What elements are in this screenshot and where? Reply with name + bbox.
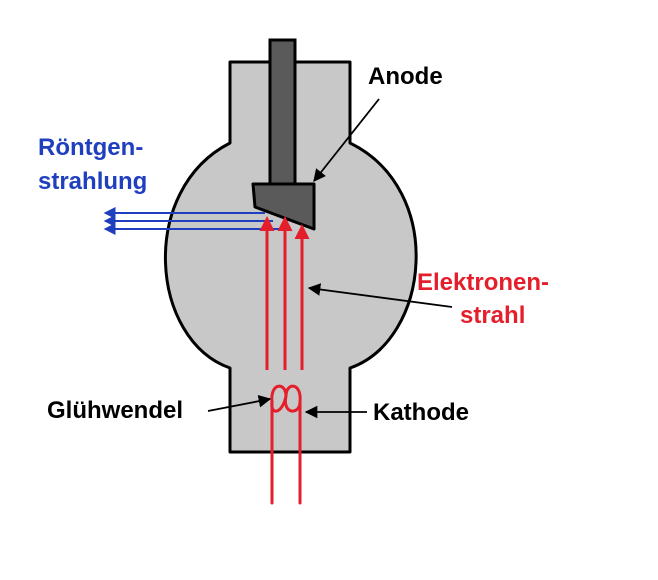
electron-beam-pointer xyxy=(307,283,453,308)
filament-label: Glühwendel xyxy=(47,397,183,424)
tube-body xyxy=(163,60,418,454)
anode-label: Anode xyxy=(368,63,443,90)
anode-stem xyxy=(268,38,297,188)
anode-target xyxy=(251,182,316,231)
cathode-label: Kathode xyxy=(373,399,469,426)
label-pointers xyxy=(207,98,453,419)
anode-pointer xyxy=(313,98,380,182)
electron-beam-label-line1: Elektronen- xyxy=(417,269,549,296)
x-ray-label-line2: strahlung xyxy=(38,168,147,195)
filament-pointer xyxy=(207,394,272,412)
x-ray-label-line1: Röntgen- xyxy=(38,134,143,161)
filament-coil xyxy=(270,384,302,505)
electron-beams xyxy=(259,216,310,370)
x-ray-beams xyxy=(103,207,283,235)
electron-beam-label-line2: strahl xyxy=(460,302,525,329)
